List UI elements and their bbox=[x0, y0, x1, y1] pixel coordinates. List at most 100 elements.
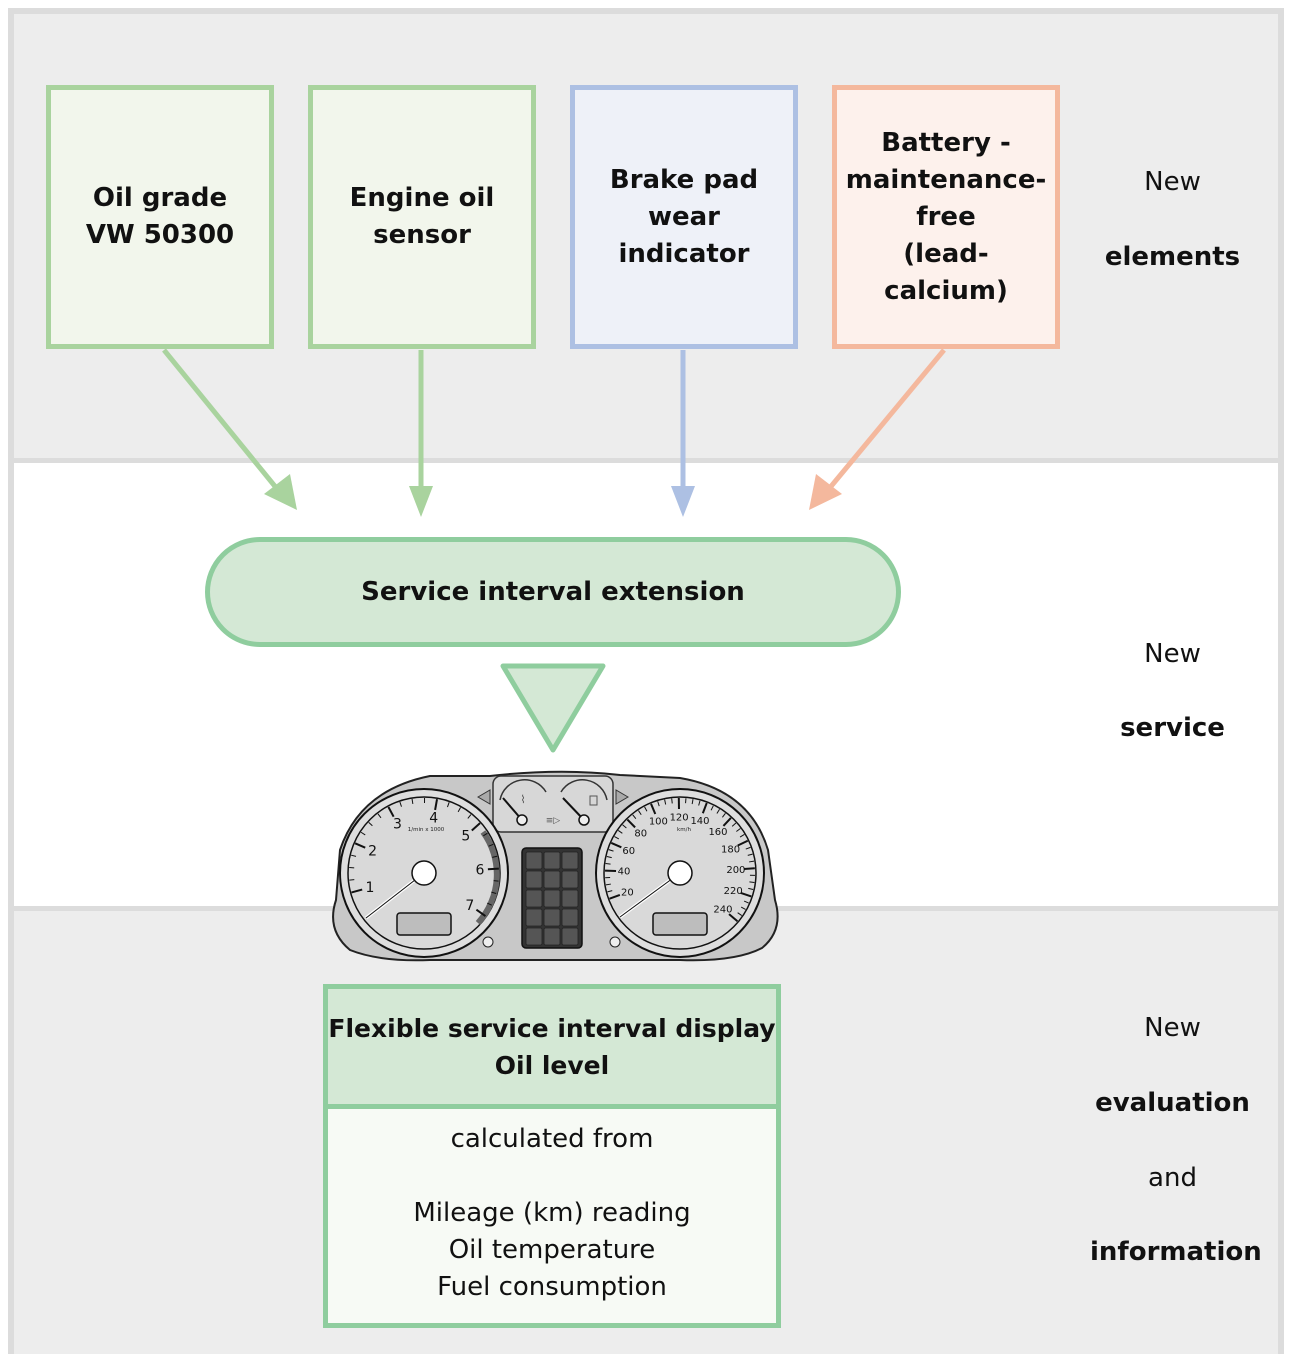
tach-tick bbox=[487, 867, 499, 871]
speed-tick bbox=[748, 887, 754, 891]
input-oil-grade-label: Oil grade VW 50300 bbox=[85, 183, 235, 250]
tach-tick bbox=[351, 854, 357, 857]
label-evaluation-new: New bbox=[1144, 1013, 1201, 1043]
temp-gauge: ⌇ bbox=[499, 779, 547, 826]
speed-tick bbox=[698, 800, 701, 806]
warning-light-icon bbox=[543, 851, 561, 870]
tach-label: 7 bbox=[465, 898, 474, 914]
speed-tick bbox=[737, 912, 743, 916]
down-triangle bbox=[500, 663, 606, 753]
result-intro: calculated from bbox=[450, 1124, 654, 1154]
tach-tick bbox=[377, 813, 382, 819]
speed-label: 100 bbox=[649, 817, 668, 828]
speed-tick bbox=[605, 883, 611, 886]
warning-light-icon bbox=[561, 927, 579, 946]
warning-light-icon bbox=[543, 870, 561, 889]
input-box-brake-pad: Brake pad wear indicator bbox=[570, 85, 798, 349]
warning-light-icon bbox=[561, 870, 579, 889]
speed-tick bbox=[739, 834, 745, 838]
speed-tick bbox=[710, 805, 714, 811]
speed-tick bbox=[632, 814, 637, 819]
arrow-battery bbox=[809, 348, 946, 510]
speed-tick bbox=[608, 849, 614, 852]
tach-label: 2 bbox=[368, 843, 377, 859]
warning-light-icon bbox=[543, 908, 561, 927]
speed-label: 140 bbox=[690, 816, 709, 827]
speed-label: 160 bbox=[708, 827, 727, 838]
tach-label: 1 bbox=[365, 880, 374, 896]
speed-label: 240 bbox=[713, 904, 732, 915]
warning-light-icon bbox=[525, 870, 543, 889]
flexible-service-display-box: Flexible service interval display Oil le… bbox=[323, 984, 781, 1328]
speed-tick bbox=[721, 813, 726, 818]
speed-tick bbox=[622, 824, 627, 829]
turn-right-icon bbox=[615, 789, 629, 805]
arrow-brake-pad bbox=[671, 350, 695, 517]
headlight-icon: ≡▷ bbox=[546, 816, 561, 826]
tach-tick bbox=[475, 908, 487, 917]
warning-light-icon bbox=[525, 927, 543, 946]
result-title: Flexible service interval display bbox=[328, 1013, 776, 1043]
odometer-display bbox=[652, 912, 708, 936]
result-item-oil-temperature: Oil temperature bbox=[448, 1235, 656, 1265]
speed-tick bbox=[743, 900, 749, 904]
tach-label: 6 bbox=[475, 862, 484, 878]
service-interval-extension-label: Service interval extension bbox=[361, 577, 745, 607]
speed-label: 220 bbox=[724, 886, 743, 897]
result-header: Flexible service interval display Oil le… bbox=[328, 989, 776, 1109]
result-item-mileage: Mileage (km) reading bbox=[413, 1198, 691, 1228]
tach-tick bbox=[360, 831, 366, 836]
speed-tick bbox=[626, 818, 636, 829]
speed-tick bbox=[745, 846, 751, 850]
tach-tick bbox=[434, 798, 439, 811]
tach-tick bbox=[354, 842, 366, 849]
speed-tick bbox=[644, 806, 648, 812]
tach-tick bbox=[351, 888, 363, 894]
input-engine-oil-sensor-label: Engine oil sensor bbox=[349, 183, 495, 250]
speed-label: 20 bbox=[621, 887, 634, 898]
speed-tick bbox=[740, 892, 752, 898]
speed-tick bbox=[747, 853, 753, 856]
label-evaluation-word: evaluation bbox=[1095, 1088, 1250, 1118]
result-item-fuel-consumption: Fuel consumption bbox=[437, 1272, 667, 1302]
arrow-oil-grade bbox=[162, 348, 297, 510]
tach-tick bbox=[411, 798, 414, 804]
label-information-word: information bbox=[1090, 1237, 1262, 1267]
speed-tick bbox=[722, 817, 732, 827]
section-divider bbox=[8, 458, 1284, 463]
speed-tick bbox=[610, 842, 622, 849]
tach-tick bbox=[491, 891, 497, 894]
input-box-oil-grade: Oil grade VW 50300 bbox=[46, 85, 274, 349]
input-box-engine-oil-sensor: Engine oil sensor bbox=[308, 85, 536, 349]
input-battery-label: Battery - maintenance- free (lead-calciu… bbox=[845, 127, 1047, 306]
speed-label: 40 bbox=[618, 867, 631, 878]
tach-tick bbox=[368, 821, 373, 827]
tach-label: 4 bbox=[429, 811, 438, 827]
label-and: and bbox=[1148, 1163, 1197, 1193]
result-body: calculated from Mileage (km) reading Oil… bbox=[328, 1109, 776, 1306]
tach-unit: 1/min x 1000 bbox=[408, 827, 445, 833]
label-service-new: New bbox=[1144, 639, 1201, 669]
tach-tick bbox=[387, 806, 395, 818]
speed-tick bbox=[609, 893, 621, 900]
speed-tick bbox=[736, 828, 741, 832]
speed-tick bbox=[691, 799, 694, 805]
service-interval-extension: Service interval extension bbox=[205, 537, 901, 647]
tach-tick bbox=[446, 802, 450, 808]
speed-tick bbox=[607, 890, 613, 893]
tach-display bbox=[396, 912, 452, 936]
speed-tick bbox=[749, 881, 755, 883]
warning-light-icon bbox=[525, 851, 543, 870]
tach-label: 3 bbox=[393, 816, 402, 832]
speed-label: 120 bbox=[670, 812, 689, 823]
speed-tick bbox=[728, 913, 739, 922]
tach-tick bbox=[492, 855, 498, 858]
speed-tick bbox=[701, 802, 708, 814]
speed-tick bbox=[650, 803, 657, 815]
speed-tick bbox=[716, 809, 720, 814]
speed-tick bbox=[731, 822, 737, 827]
speed-unit: km/h bbox=[677, 827, 691, 833]
warning-light-icon bbox=[561, 908, 579, 927]
tach-tick bbox=[467, 814, 472, 819]
